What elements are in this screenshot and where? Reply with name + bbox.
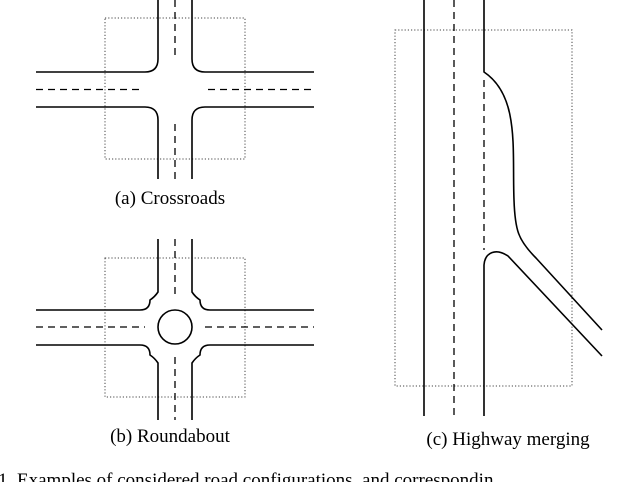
roundabout-road-edge-sw (36, 344, 159, 420)
roundabout-caption: (b) Roundabout (110, 426, 231, 447)
highway-ramp-inner-edge (483, 251, 603, 416)
roundabout-road-edge-ne (191, 239, 314, 311)
roundabout-road-edge-se (191, 344, 314, 420)
highway-merging-diagram: (c) Highway merging (394, 0, 603, 450)
figure-caption: 1. Examples of considered road configura… (0, 470, 494, 482)
roundabout-road-edge-nw (36, 239, 159, 311)
crossroads-road-edge-nw (36, 0, 159, 73)
crossroads-diagram: (a) Crossroads (36, 0, 314, 209)
roundabout-diagram: (b) Roundabout (36, 239, 314, 447)
roundabout-central-island (157, 309, 193, 345)
crossroads-road-edge-se (191, 106, 314, 179)
crossroads-road-edge-sw (36, 106, 159, 179)
highway-caption: (c) Highway merging (426, 429, 590, 450)
crossroads-caption: (a) Crossroads (115, 188, 225, 209)
highway-ramp-outer-edge (483, 0, 603, 331)
crossroads-road-edge-ne (191, 0, 314, 73)
